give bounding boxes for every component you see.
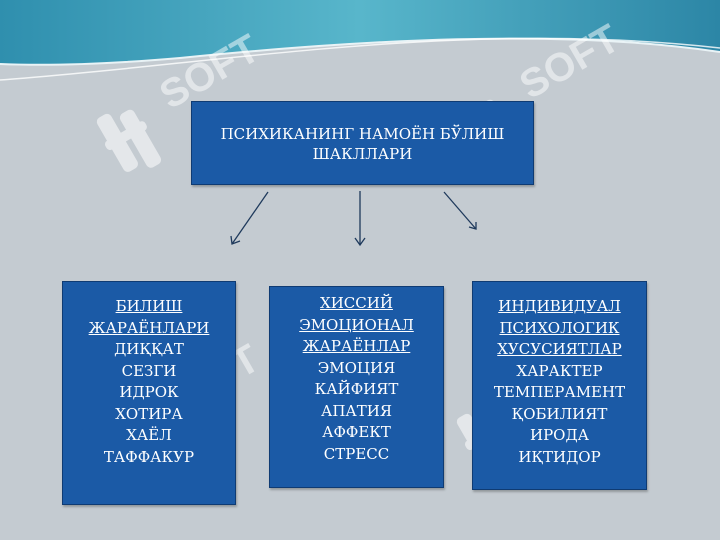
box-item: ЭМОЦИЯ xyxy=(317,358,396,377)
diagram-title-box: ПСИХИКАНИНГ НАМОЁН БЎЛИШ ШАКЛЛАРИ xyxy=(191,101,534,185)
cognitive-processes-box: БИЛИШ ЖАРАЁНЛАРИ ДИҚҚАТ СЕЗГИ ИДРОК ХОТИ… xyxy=(62,281,236,505)
box-item: ТАФФАКУР xyxy=(103,447,195,466)
box-item: АФФЕКТ xyxy=(322,423,391,441)
box-heading-line: ПСИХОЛОГИК xyxy=(499,318,620,337)
arrow-to-left-box xyxy=(230,191,269,245)
box-heading-line: ЖАРАЁНЛАРИ xyxy=(88,318,210,337)
box-item: ДИҚҚАТ xyxy=(114,340,184,358)
header-wave-banner xyxy=(0,0,720,81)
box-item: ИРОДА xyxy=(529,426,590,444)
box-item: СТРЕСС xyxy=(323,444,390,463)
box-item: КАЙФИЯТ xyxy=(314,380,399,398)
box-item: АПАТИЯ xyxy=(320,401,392,420)
arrow-to-right-box xyxy=(443,191,477,230)
box-item: ХАРАКТЕР xyxy=(516,361,603,380)
box-heading-line: ХУСУСИЯТЛАР xyxy=(497,340,622,358)
box-item: ҚОБИЛИЯТ xyxy=(511,404,608,423)
box-item: СЕЗГИ xyxy=(121,361,177,380)
box-item: ИҚТИДОР xyxy=(518,447,601,466)
box-heading-line: ЖАРАЁНЛАР xyxy=(302,337,411,355)
box-heading-line: ИНДИВИДУАЛ xyxy=(498,297,621,315)
box-item: ТЕМПЕРАМЕНТ xyxy=(493,383,626,401)
box-heading-line: БИЛИШ xyxy=(115,297,183,315)
emotional-processes-box: ХИССИЙ ЭМОЦИОНАЛ ЖАРАЁНЛАР ЭМОЦИЯ КАЙФИЯ… xyxy=(269,286,444,488)
box-heading-line: ЭМОЦИОНАЛ xyxy=(299,315,414,334)
title-line: ПСИХИКАНИНГ НАМОЁН БЎЛИШ xyxy=(220,125,505,143)
title-line: ШАКЛЛАРИ xyxy=(312,145,413,163)
individual-traits-box: ИНДИВИДУАЛ ПСИХОЛОГИК ХУСУСИЯТЛАР ХАРАКТ… xyxy=(472,281,647,490)
box-item: ИДРОК xyxy=(119,383,179,401)
box-item: ХАЁЛ xyxy=(126,426,172,444)
arrow-to-middle-box xyxy=(354,191,366,247)
box-heading-line: ХИССИЙ xyxy=(320,294,393,312)
box-item: ХОТИРА xyxy=(115,404,183,423)
